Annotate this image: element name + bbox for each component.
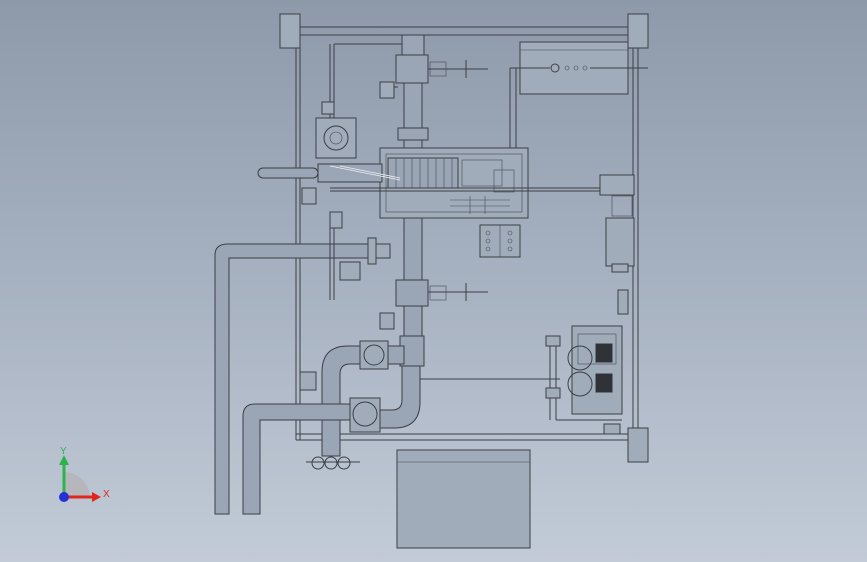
filter-housing xyxy=(379,147,529,219)
inlet-pipe xyxy=(257,163,600,192)
axis-triad: Y X xyxy=(59,446,110,502)
gauge-panel xyxy=(479,224,521,258)
lower-piping xyxy=(242,340,560,515)
control-cabinet xyxy=(509,41,648,150)
x-axis-label: X xyxy=(103,489,110,500)
y-axis-label: Y xyxy=(60,446,67,457)
pump-assembly xyxy=(545,325,623,435)
left-header-pipe xyxy=(214,228,391,515)
tank-base xyxy=(396,449,531,549)
electrical-panel xyxy=(599,174,635,315)
upper-left-valve xyxy=(301,43,402,229)
